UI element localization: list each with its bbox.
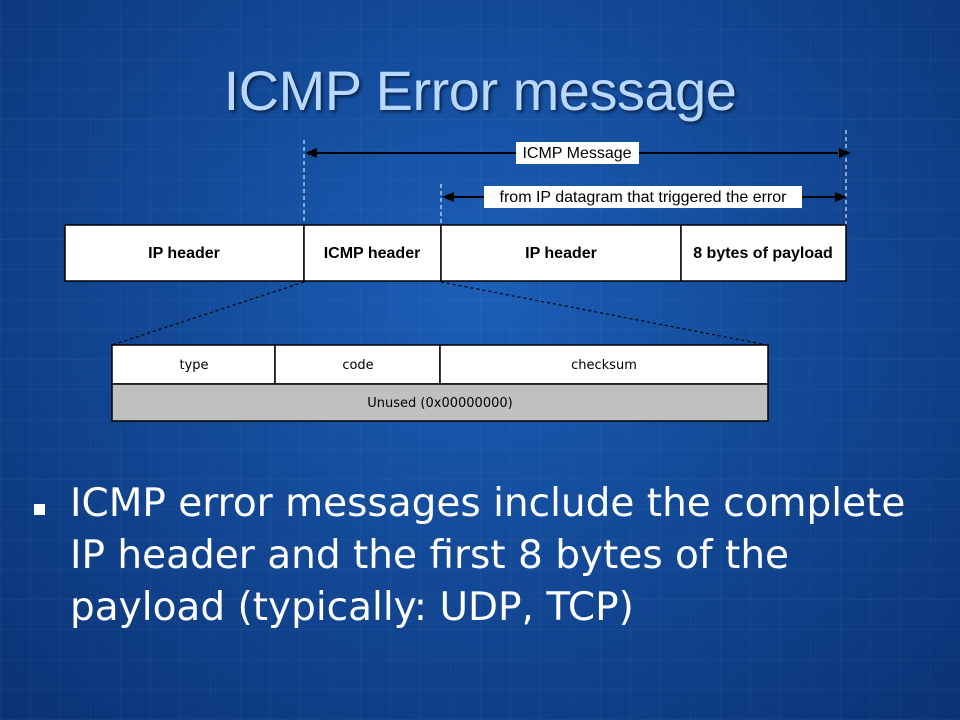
ip-header-box: [64, 224, 305, 282]
type-field: [111, 344, 276, 385]
icmp-header-label: ICMP header: [324, 245, 421, 262]
triggering-datagram-span: from IP datagram that triggered the erro…: [442, 186, 847, 208]
code-label: code: [342, 358, 373, 373]
code-field: [274, 344, 441, 385]
payload-label: 8 bytes of payload: [693, 245, 833, 262]
icmp-message-span: ICMP Message: [305, 142, 851, 164]
expansion-line-left: [111, 281, 305, 346]
icmp-message-label: ICMP Message: [522, 145, 631, 162]
checksum-label: checksum: [571, 358, 637, 373]
checksum-field: [439, 344, 769, 385]
icmp-header-box: [303, 224, 442, 282]
expansion-line-right: [440, 281, 768, 346]
bullet-item: ICMP error messages include the complete…: [34, 478, 914, 634]
type-label: type: [179, 358, 208, 373]
ip-header-label: IP header: [148, 245, 220, 262]
unused-field: [111, 383, 769, 422]
payload-box: [680, 224, 847, 282]
triggering-datagram-label: from IP datagram that triggered the erro…: [500, 189, 788, 206]
icmp-diagram: ICMP Message from IP datagram that trigg…: [64, 142, 851, 422]
unused-label: Unused (0x00000000): [367, 396, 512, 411]
packet-row: IP header ICMP header IP header 8 bytes …: [64, 224, 847, 282]
bullet-text: ICMP error messages include the complete…: [70, 481, 906, 630]
slide-title: ICMP Error message: [223, 59, 737, 122]
square-bullet-icon: [34, 504, 45, 515]
inner-ip-header-label: IP header: [525, 245, 597, 262]
icmp-header-detail: type code checksum Unused (0x00000000): [111, 344, 769, 422]
